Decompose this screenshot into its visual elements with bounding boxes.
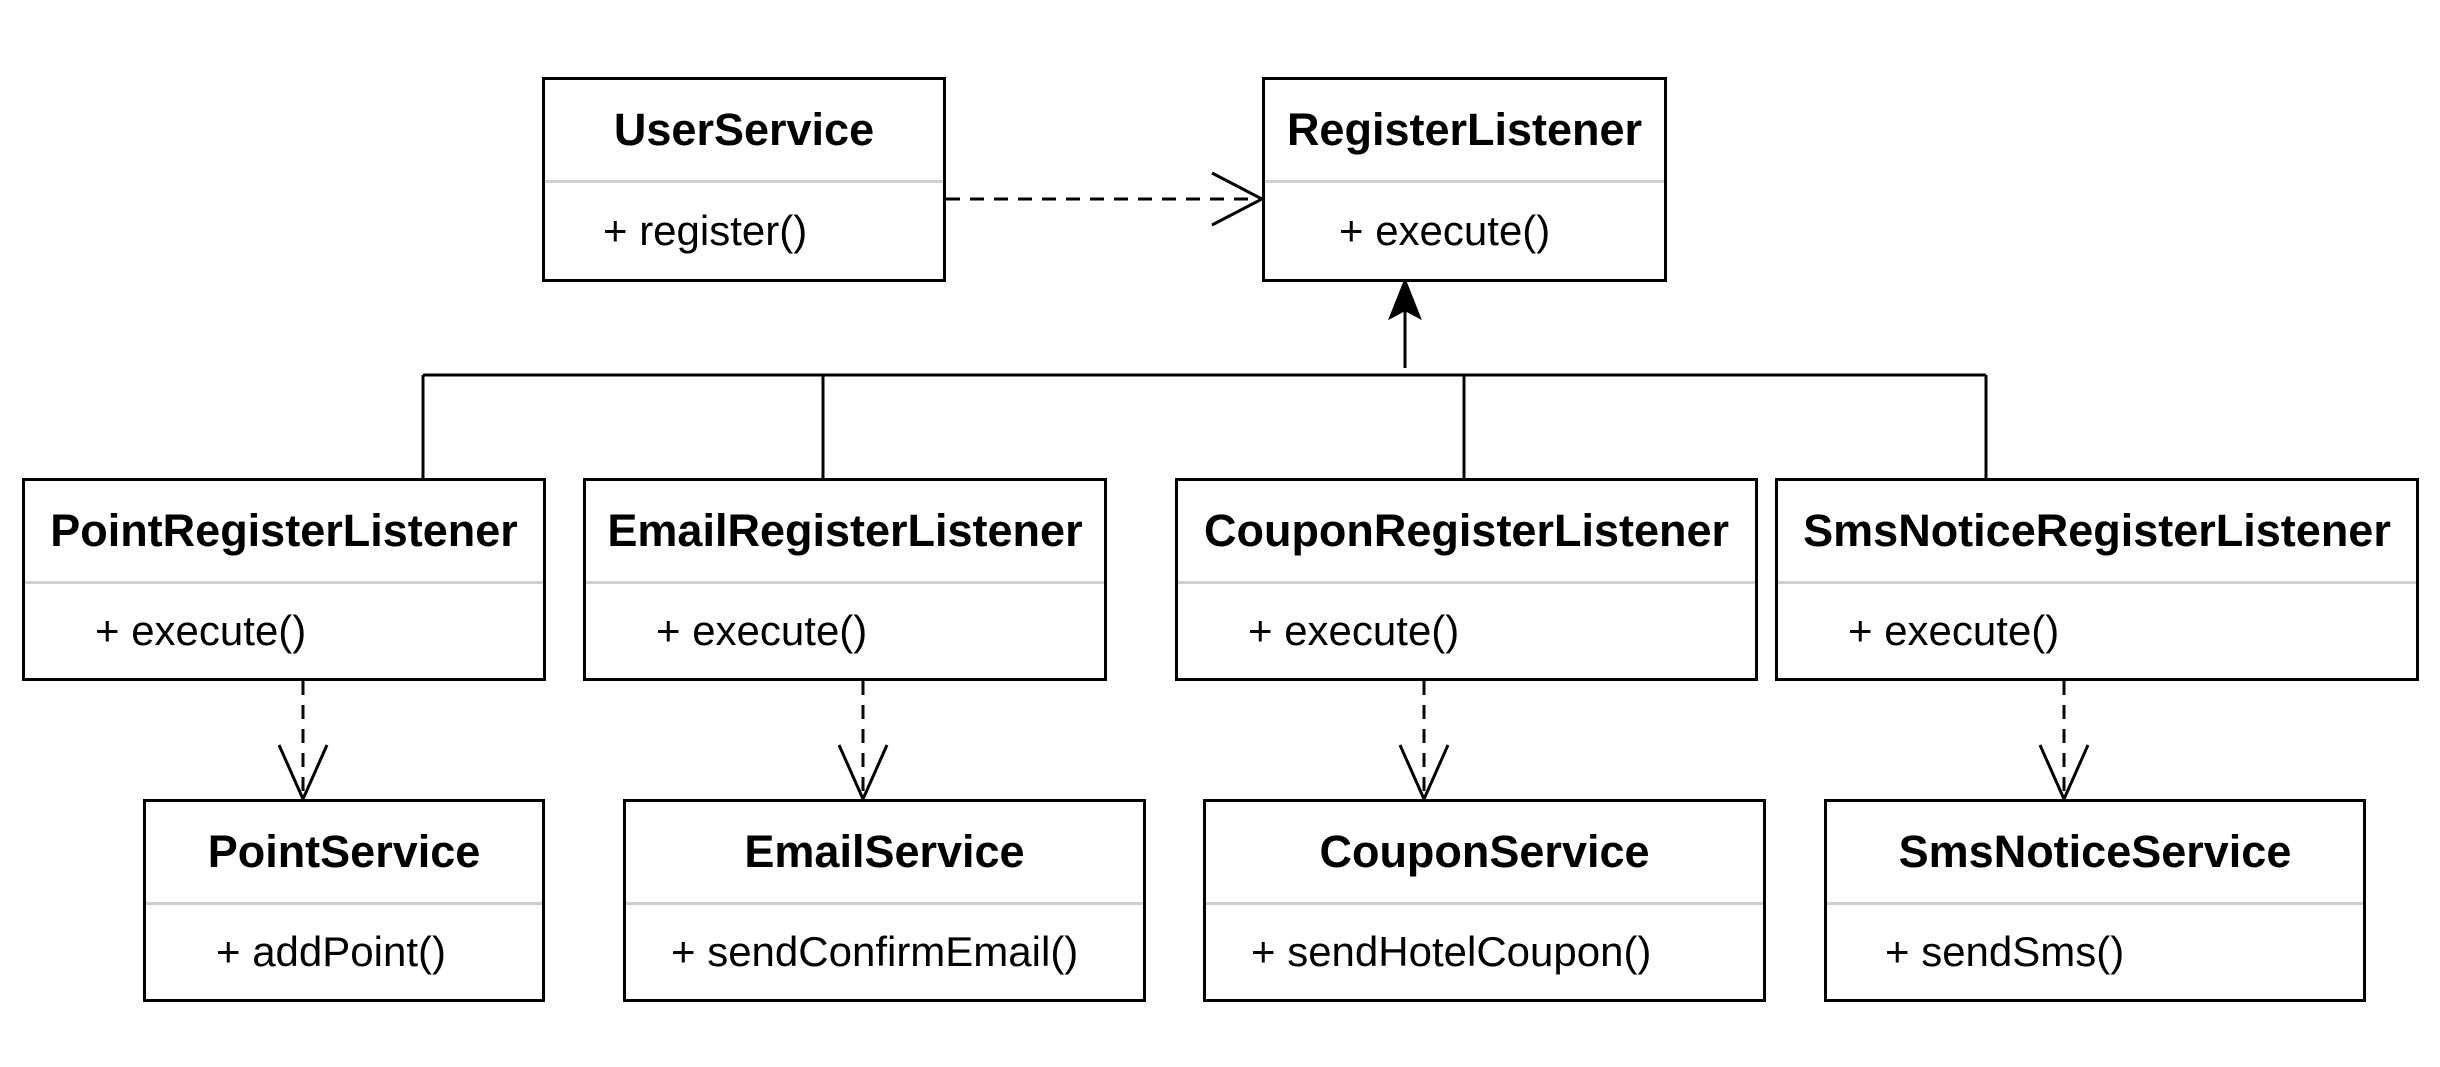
class-coupon-service: CouponService + sendHotelCoupon(): [1203, 799, 1766, 1002]
class-name: SmsNoticeRegisterListener: [1803, 505, 2391, 556]
class-user-service: UserService + register(): [542, 77, 946, 282]
class-point-register-listener: PointRegisterListener + execute(): [22, 478, 546, 681]
class-name: SmsNoticeService: [1898, 826, 2292, 877]
class-name: CouponService: [1319, 826, 1650, 877]
class-divider: [1827, 902, 2363, 905]
class-method: + execute(): [656, 607, 868, 654]
class-name: RegisterListener: [1286, 104, 1643, 155]
class-name: UserService: [613, 104, 875, 155]
class-name: EmailRegisterListener: [607, 505, 1083, 556]
class-divider: [146, 902, 542, 905]
class-name: PointService: [207, 826, 481, 877]
class-method: + register(): [603, 207, 808, 254]
class-divider: [25, 581, 543, 584]
class-email-register-listener: EmailRegisterListener + execute(): [583, 478, 1107, 681]
class-method: + addPoint(): [216, 928, 446, 975]
inheritance-arrowhead: [1388, 277, 1422, 321]
class-method: + sendHotelCoupon(): [1251, 928, 1652, 975]
class-method: + execute(): [95, 607, 307, 654]
class-coupon-register-listener: CouponRegisterListener + execute(): [1175, 478, 1758, 681]
class-divider: [586, 581, 1104, 584]
class-method: + execute(): [1248, 607, 1460, 654]
class-method: + execute(): [1848, 607, 2060, 654]
class-point-service: PointService + addPoint(): [143, 799, 545, 1002]
class-divider: [626, 902, 1143, 905]
class-divider: [1265, 180, 1664, 183]
class-name: EmailService: [744, 826, 1025, 877]
class-divider: [1206, 902, 1763, 905]
class-email-service: EmailService + sendConfirmEmail(): [623, 799, 1146, 1002]
class-register-listener: RegisterListener + execute(): [1262, 77, 1667, 282]
class-divider: [1178, 581, 1755, 584]
class-divider: [545, 180, 943, 183]
class-sms-notice-register-listener: SmsNoticeRegisterListener + execute(): [1775, 478, 2419, 681]
class-name: PointRegisterListener: [50, 505, 518, 556]
class-method: + execute(): [1339, 207, 1551, 254]
class-method: + sendSms(): [1885, 928, 2125, 975]
class-name: CouponRegisterListener: [1203, 505, 1730, 556]
class-method: + sendConfirmEmail(): [671, 928, 1079, 975]
class-sms-notice-service: SmsNoticeService + sendSms(): [1824, 799, 2366, 1002]
class-divider: [1778, 581, 2416, 584]
